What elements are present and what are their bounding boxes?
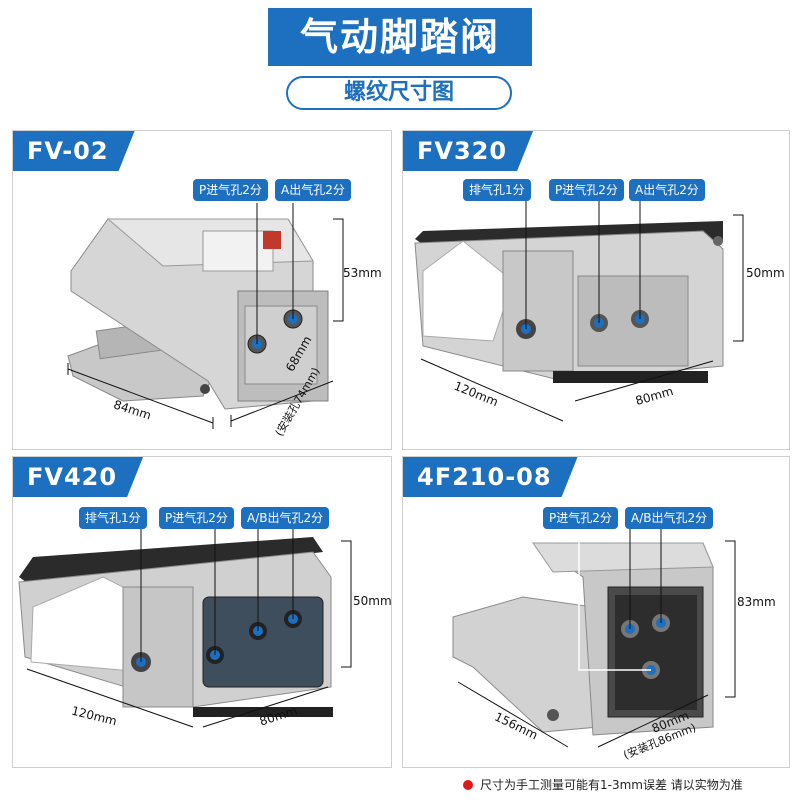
outlet-badge: A出气孔2分 <box>629 179 705 201</box>
page-title: 气动脚踏阀 <box>268 8 532 66</box>
valve-illustration <box>18 523 352 728</box>
panel-fv02: FV-02 P进气孔2分 A出气孔2分 53mm 84mm 68mm (安 <box>12 130 392 450</box>
valve-illustration <box>452 523 736 748</box>
panel-fv320: FV320 排气孔1分 P进气孔2分 A出气孔2分 50mm 120mm 80m… <box>402 130 790 450</box>
outlet-badge: A出气孔2分 <box>275 179 351 201</box>
height-dimension: 50mm <box>746 266 785 280</box>
exhaust-badge: 排气孔1分 <box>463 179 531 201</box>
model-label: FV-02 <box>13 131 135 171</box>
model-label: 4F210-08 <box>403 457 578 497</box>
inlet-badge: P进气孔2分 <box>159 507 234 529</box>
exhaust-badge: 排气孔1分 <box>79 507 147 529</box>
inlet-badge: P进气孔2分 <box>549 179 624 201</box>
outlet-badge: A/B出气孔2分 <box>625 507 714 529</box>
footer-note: 尺寸为手工测量可能有1-3mm误差 请以实物为准 <box>480 778 743 792</box>
height-dimension: 83mm <box>737 595 776 609</box>
model-label: FV420 <box>13 457 143 497</box>
panel-4f210: 4F210-08 P进气孔2分 A/B出气孔2分 83mm 156mm 80mm… <box>402 456 790 768</box>
valve-illustration <box>414 201 744 422</box>
inlet-badge: P进气孔2分 <box>543 507 618 529</box>
height-dimension: 50mm <box>353 594 392 608</box>
valve-illustration <box>67 203 344 429</box>
height-dimension: 53mm <box>343 266 382 280</box>
inlet-badge: P进气孔2分 <box>193 179 268 201</box>
note-dot-icon <box>463 780 473 790</box>
outlet-badge: A/B出气孔2分 <box>241 507 330 529</box>
model-label: FV320 <box>403 131 533 171</box>
page-subtitle: 螺纹尺寸图 <box>286 76 512 110</box>
panel-fv420: FV420 排气孔1分 P进气孔2分 A/B出气孔2分 50mm 120mm 8… <box>12 456 392 768</box>
